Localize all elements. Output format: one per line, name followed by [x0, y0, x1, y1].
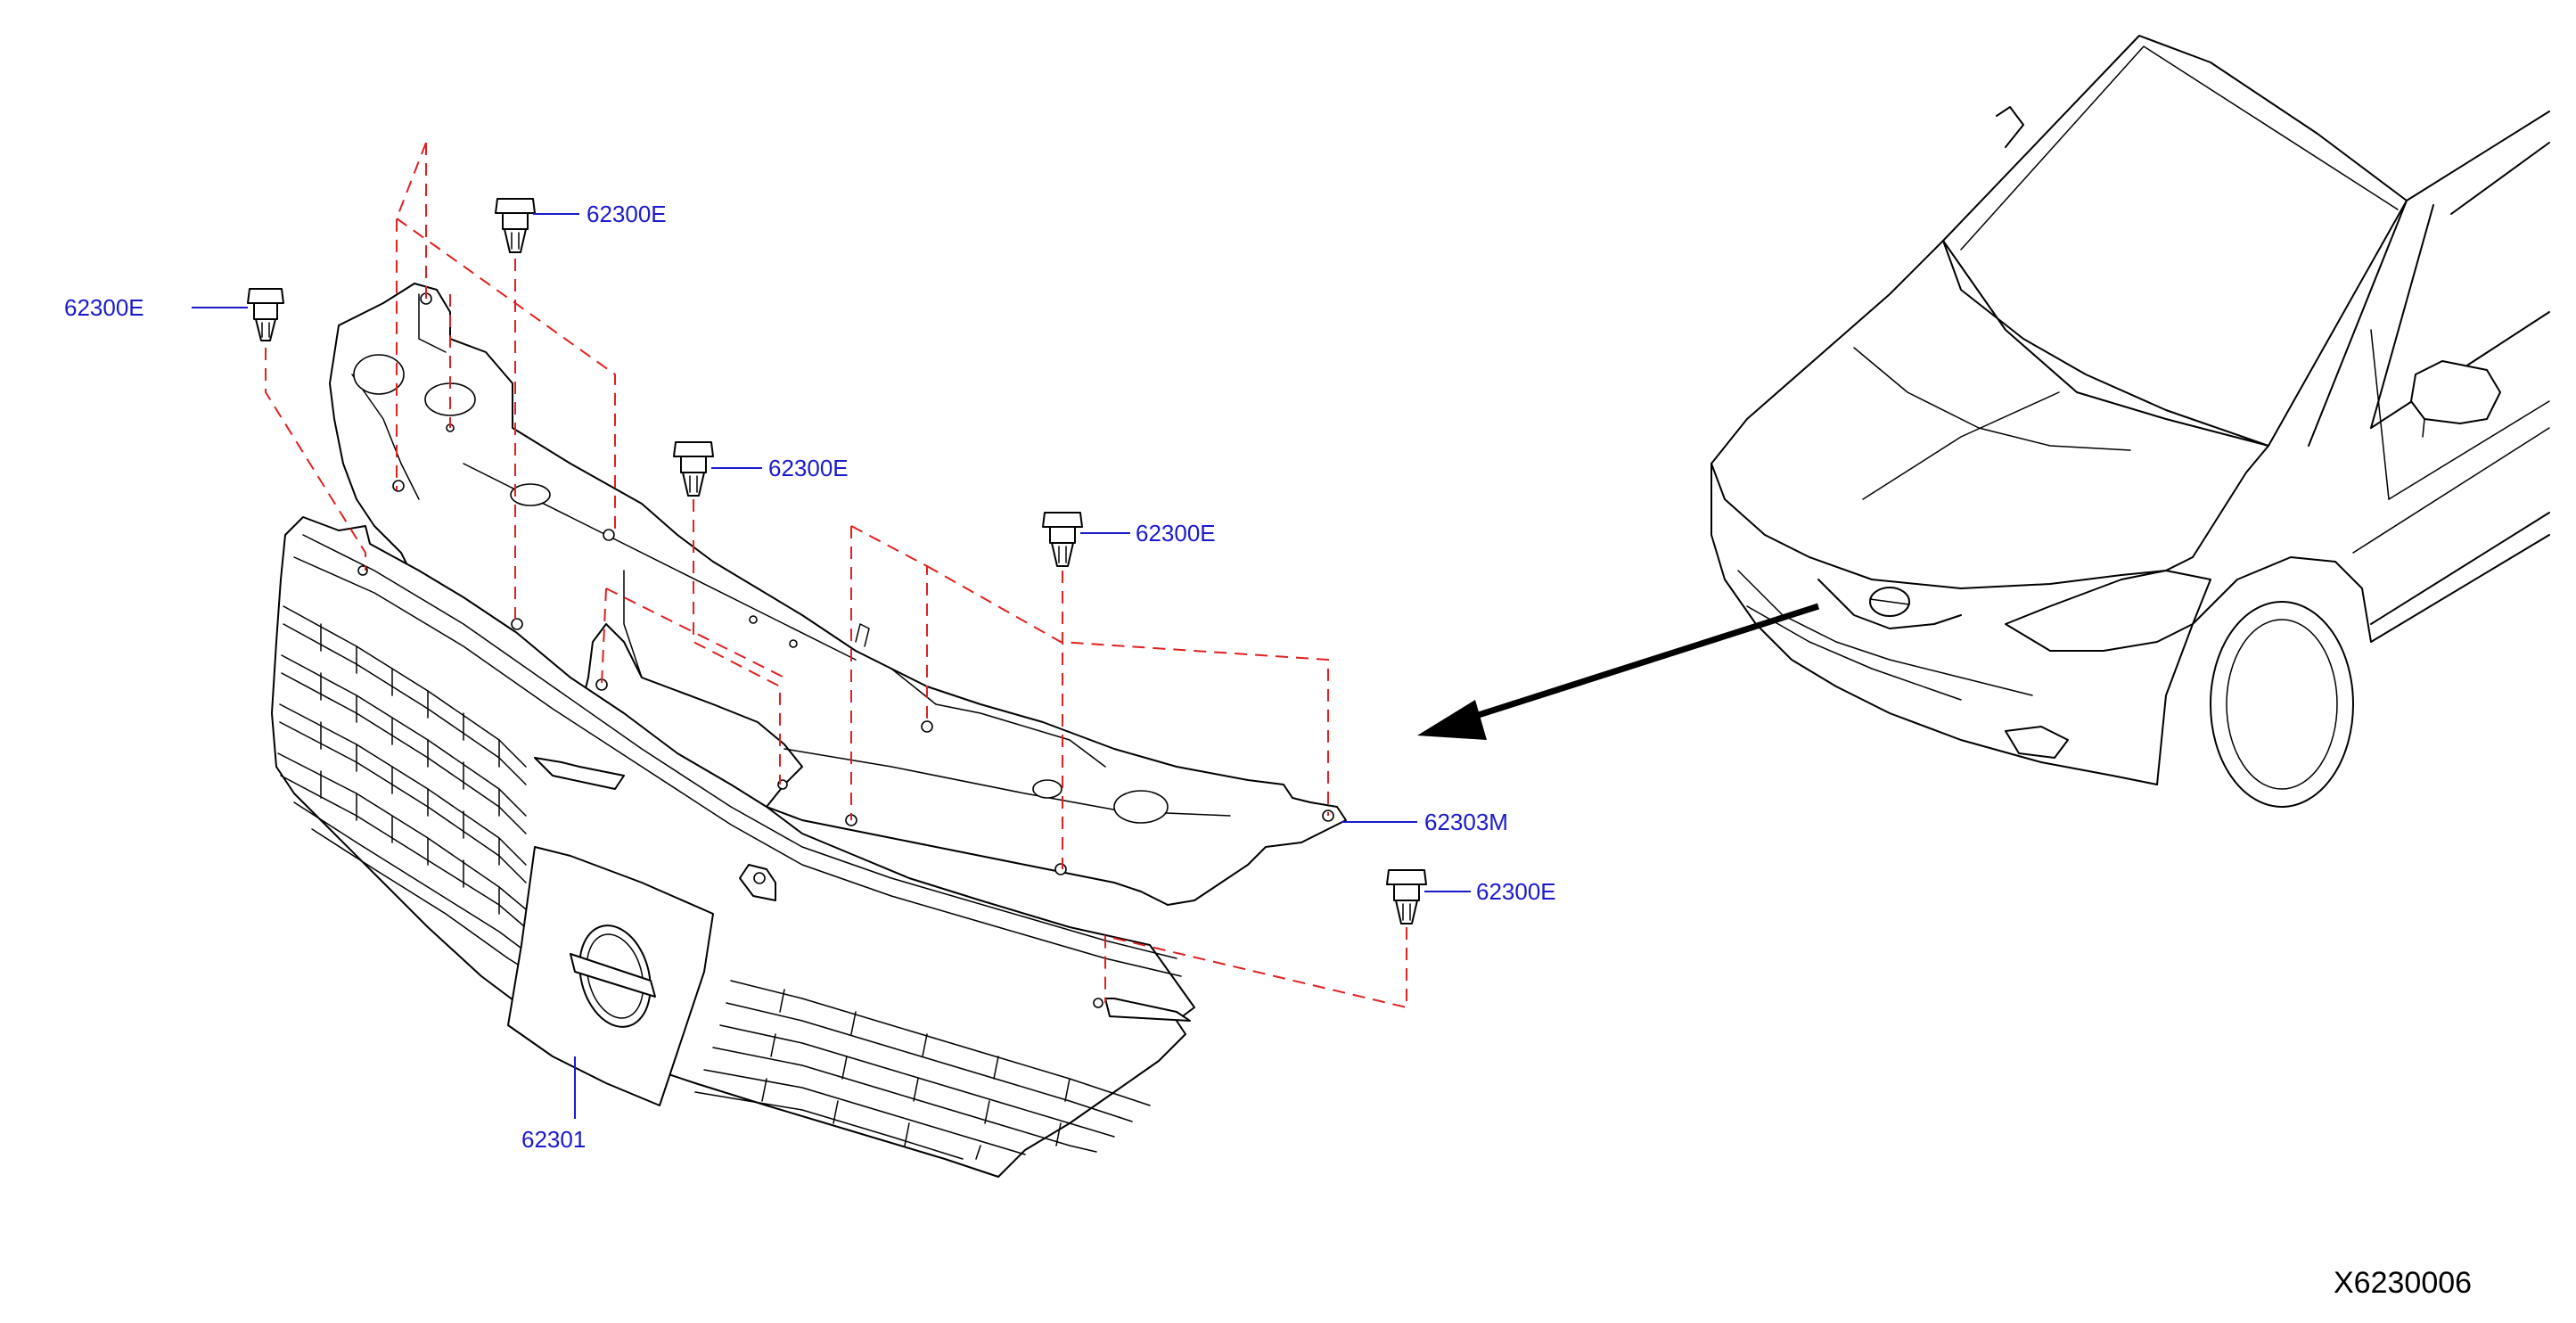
label-clip-mid: 62300E: [768, 455, 849, 481]
label-clip-top: 62300E: [587, 201, 667, 227]
clip-icon-left: [247, 288, 284, 341]
front-wheel: [2210, 601, 2354, 808]
car-reference-illustration: [1710, 35, 2550, 808]
label-bracket: 62303M: [1424, 809, 1508, 835]
diagram-reference-code: X6230006: [2334, 1266, 2472, 1300]
fog-lamp: [2005, 726, 2069, 759]
clip-icon-mid: [673, 441, 714, 497]
side-mirror: [2410, 360, 2501, 424]
assembly-guides: [265, 142, 1407, 1009]
leader-lines: [192, 213, 1471, 1119]
clip-icon-bottom-right: [1386, 869, 1427, 924]
clip-icon-top: [495, 198, 536, 253]
grille-62301: [271, 516, 1195, 1178]
headlamp: [2005, 570, 2211, 652]
car-emblem-icon: [1869, 587, 1910, 617]
label-clip-center-right: 62300E: [1136, 520, 1216, 546]
grille-right-louvres: [694, 980, 1151, 1160]
label-grille: 62301: [521, 1126, 586, 1153]
label-clip-bottom-right: 62300E: [1476, 878, 1556, 905]
direction-arrow: [1417, 603, 1820, 740]
nissan-emblem-icon: [570, 924, 656, 1028]
clip-icon-center-right: [1042, 512, 1083, 567]
label-clip-left: 62300E: [64, 294, 144, 321]
